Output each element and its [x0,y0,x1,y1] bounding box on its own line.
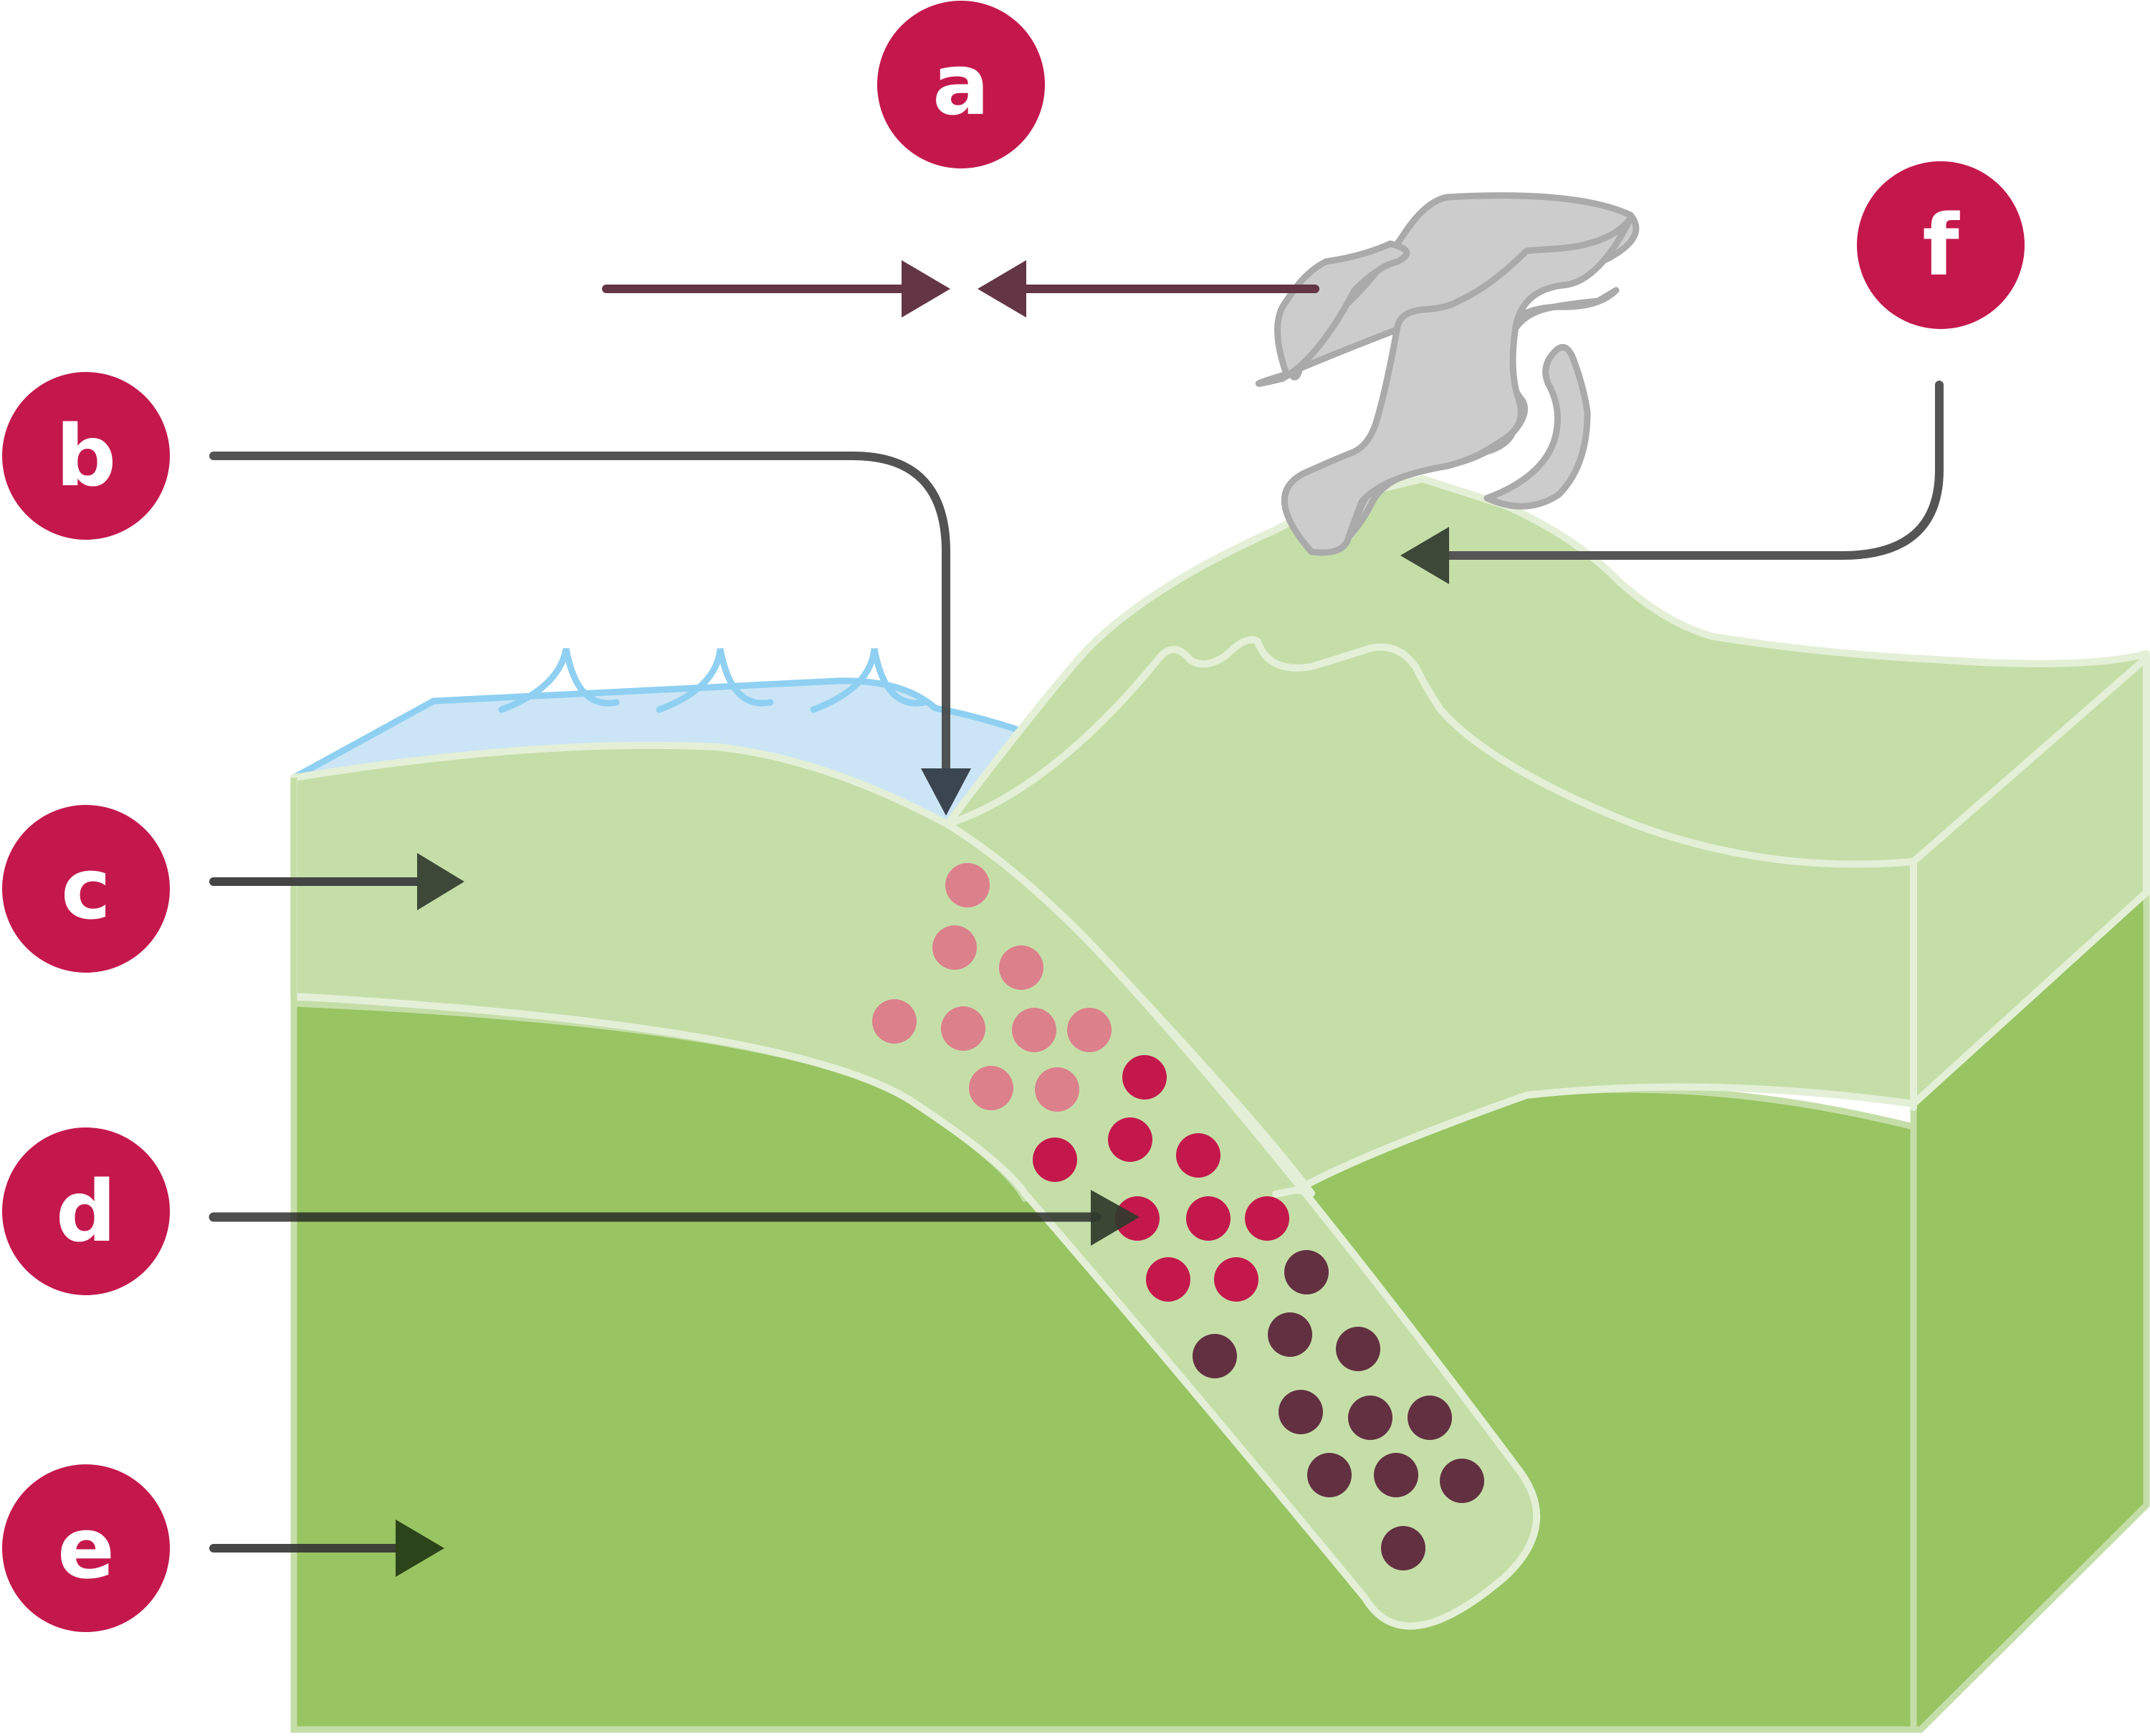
magma-dot [1284,1250,1329,1294]
badge-a-label: a [932,35,990,134]
magma-dot [1193,1334,1237,1378]
magma-dot [1186,1196,1231,1241]
badge-b-label: b [56,406,116,505]
magma-dot [1279,1390,1323,1434]
badge-f: f [1857,161,2025,329]
magma-dot [932,925,977,970]
magma-dot [1245,1196,1289,1241]
pointer-d [209,1190,1140,1246]
continental-crust [944,475,2150,1198]
magma-dot [1268,1312,1312,1357]
badge-e: e [2,1464,170,1632]
magma-dot [872,999,917,1044]
convergence-arrow-right-head [978,260,1026,318]
badge-a: a [877,1,1045,168]
volcano-plume [1255,240,1410,387]
convergence-arrows [602,260,1319,318]
magma-dot [1440,1459,1484,1503]
block-frame [290,778,1921,1733]
magma-dot [1336,1327,1380,1371]
magma-dot [945,863,990,907]
magma-dot [1214,1257,1258,1302]
magma-dot [1307,1453,1352,1497]
pointer-e [209,1520,444,1577]
badge-c: c [2,805,170,973]
magma-dot [1374,1453,1418,1497]
pointer-b [209,452,971,816]
ocean-waves [498,648,928,713]
magma-dot [1122,1055,1167,1100]
magma-dot [1408,1396,1452,1440]
badge-c-label: c [61,839,111,938]
badge-d: d [2,1127,170,1295]
magma-dot [1381,1526,1425,1570]
volcano-body [1281,215,1634,556]
badge-b: b [2,372,170,540]
magma-dot [1348,1396,1392,1440]
magma-dot [1067,1008,1112,1052]
pointer-c [209,853,464,910]
magma-dot [941,1006,985,1051]
magma-dot [1146,1257,1190,1302]
volcano-hook [1484,343,1591,510]
magma-dot [1176,1133,1220,1178]
magma-dot [1033,1138,1077,1182]
magma-dot [1115,1196,1160,1241]
magma-dot [1035,1067,1079,1112]
oceanic-crust-slab [290,741,1541,1630]
badge-e-label: e [57,1499,115,1598]
magma-dot [1012,1008,1056,1052]
pointer-f [1400,381,1944,584]
magma-dot [969,1066,1013,1110]
magma-dot [1108,1117,1152,1162]
badge-f-label: f [1922,196,1960,295]
magma-dot [999,945,1043,990]
magma-dots [872,863,1484,1570]
badge-d-label: d [56,1162,116,1261]
continent-top-edges [944,636,2150,1111]
convergence-arrow-left-head [902,260,950,318]
